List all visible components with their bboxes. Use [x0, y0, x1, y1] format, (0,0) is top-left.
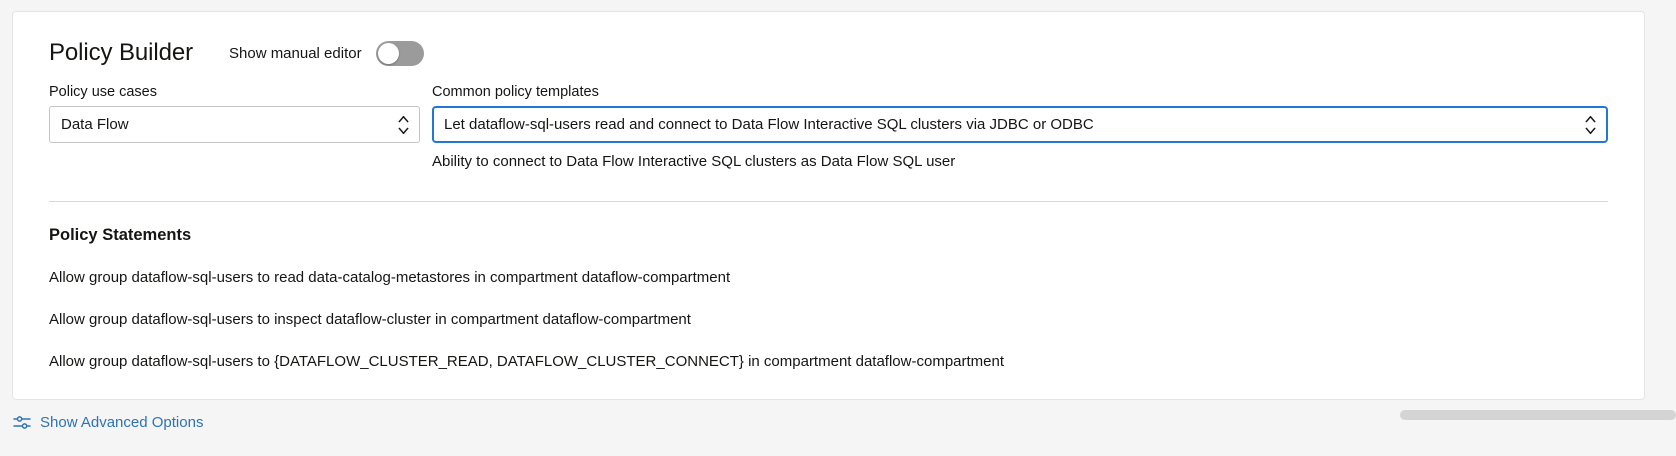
page-title: Policy Builder — [49, 39, 193, 66]
common-policy-templates-value: Let dataflow-sql-users read and connect … — [444, 116, 1094, 133]
policy-use-cases-label: Policy use cases — [49, 84, 157, 100]
manual-editor-label: Show manual editor — [229, 44, 362, 62]
policy-statement-row: Allow group dataflow-sql-users to read d… — [49, 269, 731, 286]
policy-use-cases-value: Data Flow — [61, 116, 129, 133]
select-stepper-icon — [398, 115, 409, 134]
section-divider — [49, 201, 1608, 202]
manual-editor-toggle-group: Show manual editor — [229, 40, 424, 66]
common-policy-templates-field: Common policy templates Let dataflow-sql… — [432, 84, 1608, 171]
policy-use-cases-select[interactable]: Data Flow — [49, 106, 420, 143]
page-footer-strip — [0, 404, 1676, 456]
show-advanced-options-link[interactable]: Show Advanced Options — [13, 414, 203, 432]
sliders-icon — [13, 414, 31, 432]
card-content: Policy Builder Show manual editor Policy… — [13, 12, 1644, 371]
card-header: Policy Builder Show manual editor — [49, 36, 1608, 70]
show-manual-editor-toggle[interactable] — [375, 40, 424, 66]
horizontal-scrollbar[interactable] — [1400, 410, 1676, 420]
common-policy-templates-label: Common policy templates — [432, 84, 599, 100]
policy-statement-row: Allow group dataflow-sql-users to inspec… — [49, 311, 691, 328]
fields-row: Policy use cases Data Flow Common policy… — [49, 84, 1608, 171]
common-policy-templates-select[interactable]: Let dataflow-sql-users read and connect … — [432, 106, 1608, 143]
policy-use-cases-field: Policy use cases Data Flow — [49, 84, 420, 143]
show-advanced-options-label: Show Advanced Options — [40, 414, 204, 431]
toggle-knob — [377, 42, 399, 64]
policy-statements-heading: Policy Statements — [49, 226, 192, 244]
policy-builder-card: Policy Builder Show manual editor Policy… — [12, 11, 1645, 400]
common-policy-templates-help: Ability to connect to Data Flow Interact… — [432, 153, 956, 170]
policy-statement-row: Allow group dataflow-sql-users to {DATAF… — [49, 353, 1005, 370]
select-stepper-icon — [1585, 115, 1596, 134]
